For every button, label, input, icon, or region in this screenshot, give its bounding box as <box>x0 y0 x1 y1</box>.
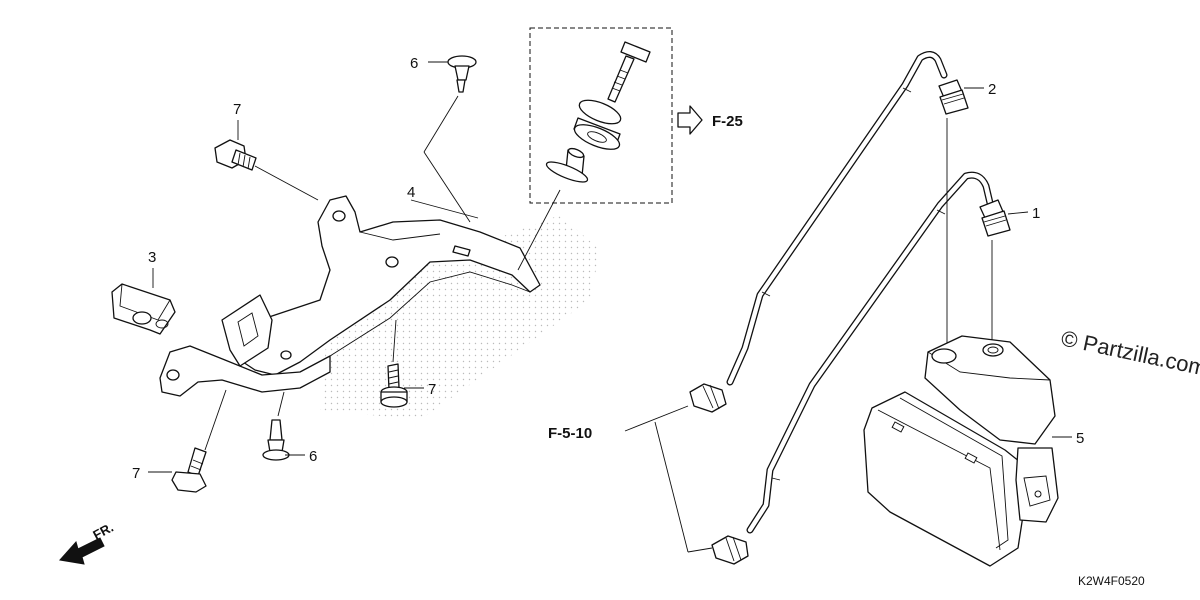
bolt-part-7-bottom <box>171 389 227 493</box>
front-arrow-icon <box>59 537 105 565</box>
fitting-part-1 <box>979 199 1011 237</box>
inset-grommet <box>573 99 622 150</box>
callout-4: 4 <box>407 184 415 201</box>
callout-1: 1 <box>1032 205 1040 222</box>
inset-collar <box>545 147 589 183</box>
reference-f25[interactable]: F-25 <box>677 105 743 135</box>
callout-7-bottom: 7 <box>132 465 140 482</box>
front-label: FR. <box>90 520 116 543</box>
bolt-part-7-middle <box>380 319 408 408</box>
clip-part-6-top <box>423 55 477 223</box>
abs-modulator-part-5 <box>863 335 1059 567</box>
reference-f510-label: F-5-10 <box>548 425 592 442</box>
clip-part-6-bottom <box>262 391 290 461</box>
front-direction-indicator: FR. <box>59 520 116 565</box>
bolt-part-7-top <box>214 139 319 201</box>
callout-2: 2 <box>988 81 996 98</box>
hollow-arrow-icon <box>677 105 703 135</box>
callout-6-bottom: 6 <box>309 448 317 465</box>
callout-6-top: 6 <box>410 55 418 72</box>
callout-7-top: 7 <box>233 101 241 118</box>
callout-leaders <box>148 61 1072 473</box>
fitting-part-2 <box>938 79 969 115</box>
inset-bolt <box>607 41 651 103</box>
watermark: © Partzilla.com <box>1059 325 1200 380</box>
callout-5: 5 <box>1076 430 1084 447</box>
brake-pipe-upper <box>689 51 948 413</box>
rubber-clip-part-3 <box>111 283 176 335</box>
diagram-code: K2W4F0520 <box>1078 574 1145 588</box>
bracket-part-4 <box>159 195 541 397</box>
callout-7-middle: 7 <box>428 381 436 398</box>
callout-3: 3 <box>148 249 156 266</box>
reference-f25-label: F-25 <box>712 113 743 130</box>
brake-pipe-lower <box>711 171 994 565</box>
inset-box <box>529 27 673 204</box>
reference-f510[interactable]: F-5-10 <box>548 405 713 553</box>
inset-leader <box>517 189 561 271</box>
